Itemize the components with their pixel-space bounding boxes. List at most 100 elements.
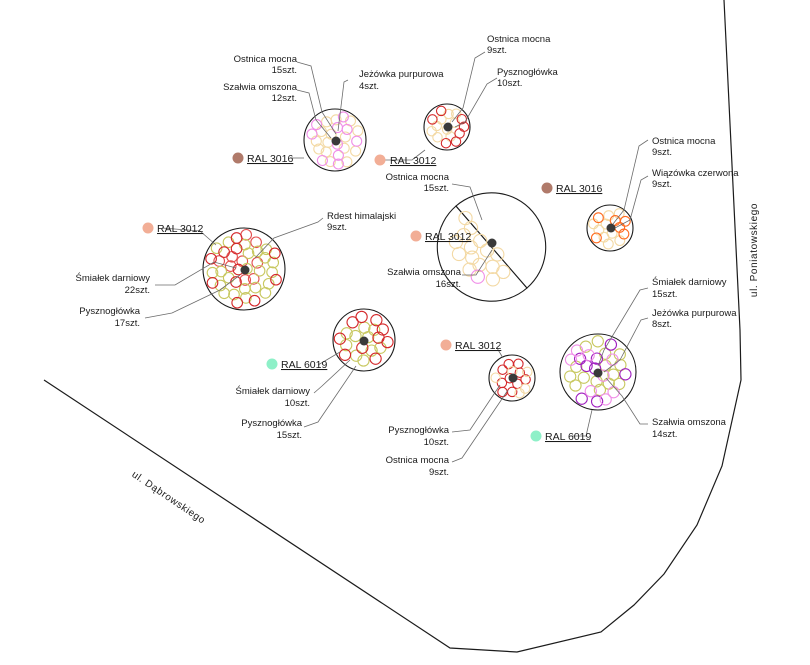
plant-label: Pysznogłówka <box>388 425 449 436</box>
bed-plants <box>306 111 364 170</box>
plant-circle <box>338 348 352 361</box>
plant-quantity: 9szt. <box>652 179 672 190</box>
plant-circle <box>370 314 383 327</box>
plant-circle <box>435 105 447 117</box>
ral-color-dot <box>266 358 278 370</box>
plant-quantity: 22szt. <box>125 285 150 296</box>
plant-circle <box>465 250 480 265</box>
plant-circle <box>324 156 336 168</box>
plant-circle <box>426 125 437 137</box>
plant-circle <box>577 371 590 384</box>
plant-circle <box>341 156 353 168</box>
plant-circle <box>579 340 592 353</box>
plant-circle <box>306 128 318 140</box>
plant-circle <box>463 240 479 255</box>
plant-circle <box>519 383 531 394</box>
plant-circle <box>590 232 602 244</box>
plant-circle <box>513 358 524 370</box>
plant-circle <box>340 338 353 352</box>
plant-label: Ostnica mocna <box>386 455 450 466</box>
plant-circle <box>497 386 508 398</box>
plant-quantity: 15szt. <box>652 289 677 300</box>
plant-circle <box>440 137 452 149</box>
ral-label: RAL 3012 <box>425 231 471 243</box>
bed-center-marker <box>487 238 497 248</box>
plant-circle <box>218 246 230 258</box>
plant-circle <box>368 323 381 336</box>
plant-circle <box>592 212 604 224</box>
plant-label: Śmiałek darniowy <box>236 385 311 397</box>
plant-circle <box>339 131 351 143</box>
plant-label: Pysznogłówka <box>79 306 140 317</box>
planting-bed-8: Śmiałek darniowy 15szt. Jeżówka purpurow… <box>530 276 737 443</box>
bed-center-marker <box>331 136 341 146</box>
plant-circle <box>267 256 280 269</box>
street-label-east: ul. Poniatowskiego <box>749 203 760 297</box>
plant-circle <box>448 234 464 250</box>
plant-circle <box>230 232 243 244</box>
plant-circle <box>311 119 323 131</box>
plant-circle <box>591 335 604 348</box>
plant-quantity: 4szt. <box>359 81 379 92</box>
plant-label: Jeżówka purpurowa <box>359 69 444 80</box>
plant-circle <box>215 265 228 278</box>
ral-color-dot <box>410 230 422 242</box>
plant-circle <box>443 108 454 120</box>
plant-circle <box>249 281 262 294</box>
planting-bed-6: Śmiałek darniowy 10szt. Pysznogłówka 15s… <box>236 308 396 441</box>
plant-circle <box>613 377 626 391</box>
ral-color-dot <box>232 152 244 164</box>
plant-circle <box>332 149 344 161</box>
plant-circle <box>432 132 443 143</box>
plant-circle <box>346 316 359 329</box>
plot-boundary <box>43 0 742 653</box>
ral-label: RAL 3012 <box>455 340 501 352</box>
plant-circle <box>355 310 368 324</box>
plant-circle <box>239 274 252 286</box>
planting-bed-3: Ostnica mocna 9szt. Wiązówka czerwona 9s… <box>541 136 739 252</box>
bed-center-marker <box>593 368 603 378</box>
plant-quantity: 14szt. <box>652 429 677 440</box>
plant-quantity: 9szt. <box>429 467 449 478</box>
plant-circle <box>590 352 604 365</box>
plant-label: Rdest himalajski <box>327 211 396 222</box>
plant-quantity: 16szt. <box>436 279 461 290</box>
ral-label: RAL 3016 <box>556 183 602 195</box>
plant-circle <box>485 259 500 274</box>
plant-circle <box>338 142 350 154</box>
plant-circle <box>490 247 505 262</box>
bed-center-marker <box>443 122 453 132</box>
plant-circle <box>427 114 438 125</box>
bed-plants <box>448 210 511 287</box>
plant-circle <box>248 294 261 307</box>
plant-circle <box>573 352 587 365</box>
planting-bed-2: Ostnica mocna 9szt. Pysznogłówka 10szt. … <box>374 34 558 167</box>
plant-circle <box>351 135 363 147</box>
ral-label: RAL 6019 <box>281 359 327 371</box>
plant-label: Pysznogłówka <box>241 418 302 429</box>
bed-center-marker <box>359 336 369 346</box>
planting-bed-5: Ostnica mocna 15szt. Szałwia omszona 16s… <box>386 172 547 302</box>
plant-circle <box>316 154 328 167</box>
plant-circle <box>490 372 501 383</box>
ral-label: RAL 3012 <box>157 223 203 235</box>
plant-quantity: 17szt. <box>115 318 140 329</box>
plant-circle <box>599 393 612 406</box>
plant-label: Pysznogłówka <box>497 67 558 78</box>
bed-plants <box>564 335 632 408</box>
plant-quantity: 9szt. <box>652 147 672 158</box>
plant-circle <box>266 266 278 279</box>
plant-circle <box>369 352 382 365</box>
plant-circle <box>337 111 349 123</box>
plant-circle <box>240 292 252 304</box>
bed-center-marker <box>240 265 250 275</box>
plant-circle <box>458 210 473 226</box>
plant-circle <box>231 296 244 309</box>
plant-circle <box>228 288 240 301</box>
ral-color-dot <box>440 339 452 351</box>
ral-color-dot <box>530 430 542 442</box>
plant-circle <box>333 332 347 345</box>
plant-circle <box>619 368 632 381</box>
plant-circle <box>349 329 362 343</box>
